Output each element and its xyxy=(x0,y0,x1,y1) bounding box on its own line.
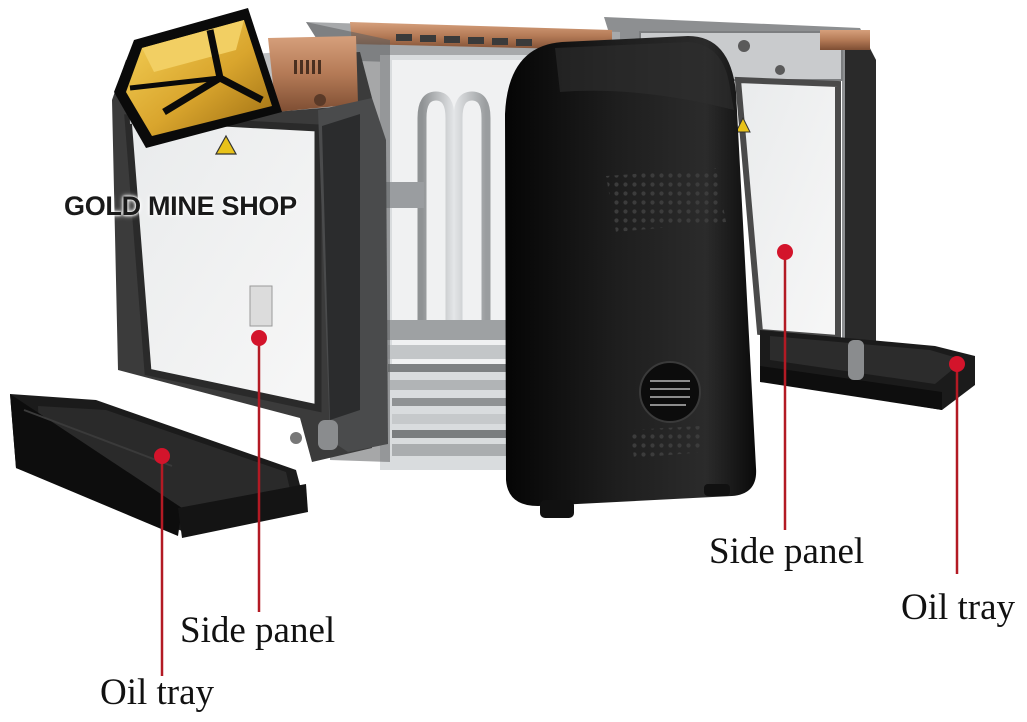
warning-triangle-icon xyxy=(735,116,751,133)
oil-tray-right xyxy=(760,330,975,410)
vent-grille-upper xyxy=(606,168,726,232)
rating-label-icon xyxy=(639,361,701,423)
callout-side-panel-left xyxy=(251,330,267,612)
watermark-text: GOLD MINE SHOP xyxy=(64,191,297,221)
callout-marker-dot xyxy=(154,448,170,464)
callout-marker-dot xyxy=(949,356,965,372)
label-oil-tray-left: Oil tray xyxy=(100,672,215,713)
label-side-panel-left: Side panel xyxy=(180,610,336,651)
label-side-panel-right: Side panel xyxy=(709,531,865,572)
oil-tray-left xyxy=(10,394,308,538)
warning-triangle-icon xyxy=(214,134,238,155)
callout-side-panel-right xyxy=(777,244,793,530)
callout-marker-dot xyxy=(251,330,267,346)
callout-oil-tray-right xyxy=(949,356,965,574)
gold-ingot-logo-icon xyxy=(114,8,282,148)
callout-oil-tray-left xyxy=(154,448,170,676)
front-housing xyxy=(505,36,757,518)
label-oil-tray-right: Oil tray xyxy=(901,587,1016,628)
vent-grille-lower xyxy=(630,426,704,458)
callout-marker-dot xyxy=(777,244,793,260)
